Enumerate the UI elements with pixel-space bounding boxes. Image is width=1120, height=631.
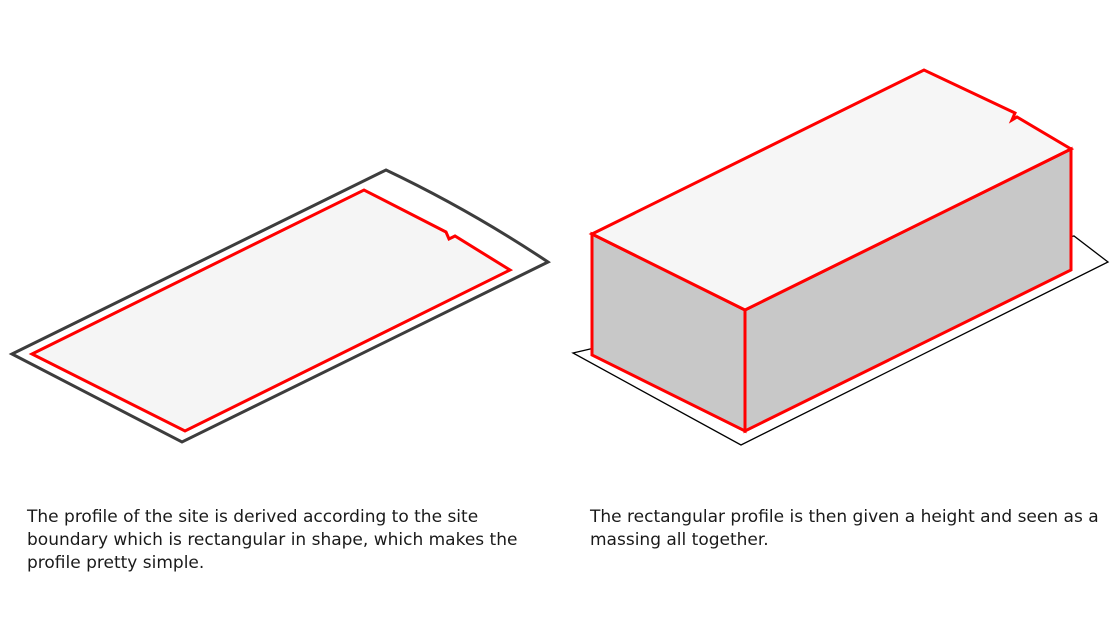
massing-diagram xyxy=(571,68,1110,446)
site-boundary-outline xyxy=(8,168,551,444)
massing-caption: The rectangular profile is then given a … xyxy=(590,507,1099,550)
mass-top-face xyxy=(588,68,1075,312)
site-profile-caption: The profile of the site is derived accor… xyxy=(27,507,518,573)
site-plan-diagram xyxy=(8,168,551,444)
site-profile-outline xyxy=(28,188,514,433)
